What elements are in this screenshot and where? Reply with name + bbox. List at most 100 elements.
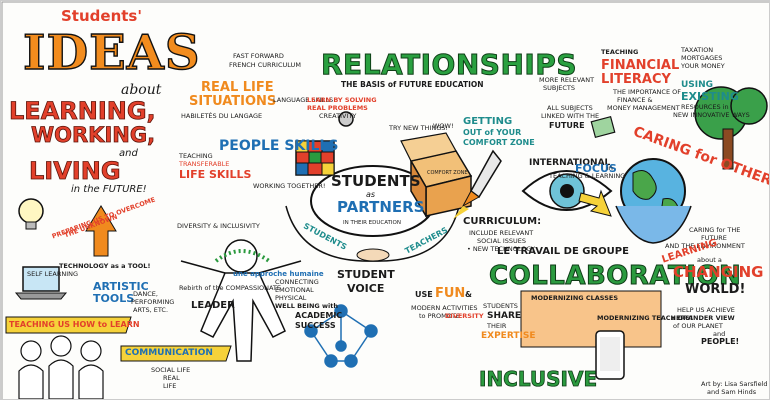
grander-label: a GRANDER VIEW — [671, 314, 735, 322]
all-subjects-label: ALL SUBJECTS — [547, 104, 593, 112]
money-management-label: MONEY MANAGEMENT — [607, 104, 680, 112]
life-label: LIFE — [163, 382, 177, 390]
center-partners: PARTNERS — [337, 198, 425, 216]
finance-label: FINANCE & — [617, 96, 653, 104]
technology-tool-label: TECHNOLOGY as a TOOL! — [59, 262, 151, 270]
creativity-label: CREATIVITY — [319, 112, 357, 120]
future-word-label: FUTURE — [701, 234, 727, 242]
using-label: USING — [681, 80, 714, 90]
social-issues-label: SOCIAL ISSUES — [477, 237, 526, 245]
modernizing-classes-label: MODERNIZING CLASSES — [531, 294, 618, 302]
existing-label: EXISTING — [681, 90, 739, 103]
self-learning-label: SELF LEARNING — [27, 270, 79, 278]
in-the-future-label: in the FUTURE! — [71, 184, 147, 195]
rebirth-label: Rebirth of the COMPASSIONATE — [179, 284, 282, 292]
situations-label: SITUATIONS — [189, 94, 277, 109]
une-approche-label: une approche humaine — [233, 270, 324, 278]
handshake-icon — [356, 248, 390, 262]
diversity-word-label: DIVERSITY — [445, 312, 484, 320]
taxation-label: TAXATION — [681, 46, 714, 54]
in-label: in — [607, 164, 613, 172]
box-label: COMFORT ZONE — [427, 170, 468, 176]
environment-label: AND THE ENVIRONMENT — [665, 242, 745, 250]
inclusive-title: INCLUSIVE — [479, 367, 598, 391]
real-problems-label: REAL PROBLEMS — [307, 104, 368, 112]
teaching-how-label: TEACHING US HOW to LEARN — [9, 320, 140, 329]
fun-label: FUN — [435, 286, 466, 301]
about-a-label: about a — [697, 256, 722, 264]
laptop-icon — [14, 266, 68, 300]
curriculum-title: CURRICULUM: — [463, 216, 542, 227]
people-skills-label: PEOPLE SKILLS — [219, 138, 339, 154]
their-label: THEIR — [487, 322, 507, 330]
leader-figure-icon — [180, 239, 302, 362]
people-group-icon — [18, 335, 104, 399]
use-label: USE — [415, 290, 433, 299]
people-label: PEOPLE! — [701, 337, 740, 346]
literacy-label: LITERACY — [601, 72, 671, 87]
communication-label: COMMUNICATION — [125, 348, 213, 358]
rubiks-cube-icon — [295, 140, 335, 176]
to-promote-label: to PROMOTE — [419, 312, 460, 320]
real-life-label: REAL LIFE — [201, 80, 274, 95]
money-book-icon — [590, 115, 616, 139]
collaboration-panel — [520, 290, 662, 348]
collaboration-title: COLLABORATION — [488, 261, 742, 291]
mortgages-label: MORTGAGES — [681, 54, 723, 62]
communication-banner — [120, 345, 232, 362]
relationships-subtitle: THE BASIS of FUTURE EDUCATION — [341, 80, 484, 89]
focus-label: FOCUS — [575, 162, 617, 175]
include-relevant-label: INCLUDE RELEVANT — [469, 229, 534, 237]
teaching-banner — [5, 316, 132, 334]
diversity-label: DIVERSITY & INCLUSIVITY — [177, 222, 260, 230]
changing-label: CHANGING — [673, 263, 764, 281]
globe-icon — [615, 158, 692, 244]
credit-line-1: Art by: Lisa Sarsfield — [701, 380, 768, 388]
center-students: STUDENTS — [331, 172, 421, 190]
new-technology-label: • NEW TECHNOLOGY — [467, 245, 536, 253]
students-label: Students' — [61, 7, 142, 25]
collab-students-label: STUDENTS — [483, 302, 518, 310]
help-label: HELP US ACHIEVE — [677, 306, 735, 314]
try-new-things-label: TRY NEW THINGS! — [389, 124, 448, 132]
tools-label: TOOLS — [93, 292, 135, 305]
ideas-title: IDEAS — [22, 25, 201, 81]
dance-label: DANCE, — [133, 290, 158, 298]
about-label: about — [121, 82, 162, 98]
phone-icon — [595, 330, 625, 380]
new-ways-label: NEW INNOVATIVE WAYS — [673, 111, 750, 119]
teaching-learning-label: TEACHING & LEARNING — [549, 172, 626, 180]
success-label: SUCCESS — [295, 321, 336, 330]
learn-by-solving-label: LEARN BY SOLVING — [307, 96, 377, 104]
well-being-label: WELL BEING with — [275, 302, 338, 310]
credit-line-2: and Sam Hinds — [707, 388, 757, 396]
of-our-planet-label: of OUR PLANET — [673, 322, 723, 330]
getting-label: GETTING — [463, 116, 513, 127]
tree-icon — [694, 86, 768, 170]
physical-label: PHYSICAL — [275, 294, 307, 302]
french-curriculum-label: FRENCH CURRICULUM — [229, 61, 301, 69]
ampersand-label: & — [465, 290, 472, 299]
modern-activities-label: MODERN ACTIVITIES — [411, 304, 478, 312]
emotional-label: EMOTIONAL — [275, 286, 314, 294]
resources-label: RESOURCES in — [681, 103, 729, 111]
learning-title: LEARNING, — [9, 97, 156, 125]
out-of-your-label: OUT of YOUR — [463, 128, 522, 137]
more-relevant-label: MORE RELEVANT — [539, 76, 595, 84]
comfort-zone-label: COMFORT ZONE — [463, 138, 535, 147]
importance-label: THE IMPORTANCE OF — [613, 88, 681, 96]
financial-label: FINANCIAL — [601, 58, 680, 73]
linked-label: LINKED WITH THE — [541, 112, 600, 120]
comfort-zone-box-icon — [400, 132, 473, 219]
student-voice-voice: VOICE — [347, 282, 385, 295]
fast-forward-label: FAST FORWARD — [233, 52, 284, 60]
arts-label: ARTS, ETC. — [133, 306, 169, 314]
network-icon — [304, 304, 378, 368]
world-and-label: and — [713, 330, 726, 338]
artistic-label: ARTISTIC — [93, 280, 149, 293]
fin-teaching-label: TEACHING — [601, 48, 639, 56]
performing-label: PERFORMING — [131, 298, 175, 306]
le-travail-label: LE TRAVAIL DE GROUPE — [497, 246, 629, 257]
